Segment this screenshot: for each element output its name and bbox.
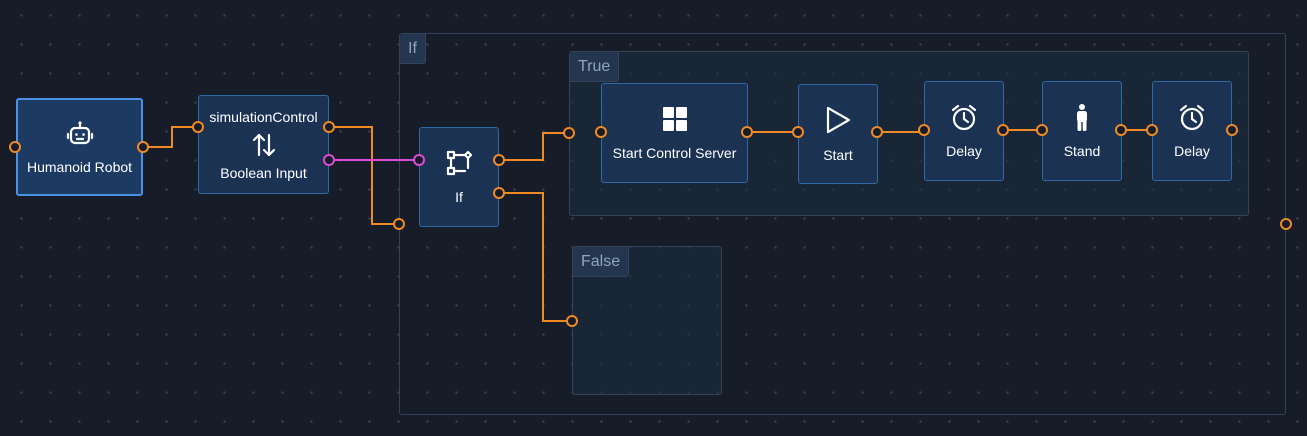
true-group-label: True xyxy=(570,52,620,82)
port-delay1-out[interactable] xyxy=(997,124,1009,136)
if-node[interactable]: If xyxy=(419,127,499,227)
robot-icon xyxy=(65,119,95,149)
port-boolean-value-out[interactable] xyxy=(323,154,335,166)
port-delay1-in[interactable] xyxy=(918,124,930,136)
boolean-input-title: simulationControl xyxy=(209,108,318,125)
person-standing-icon xyxy=(1067,103,1097,133)
start-node[interactable]: Start xyxy=(798,84,878,184)
port-if-condition-in[interactable] xyxy=(413,154,425,166)
port-if-group-out[interactable] xyxy=(1280,218,1292,230)
port-boolean-flow-out[interactable] xyxy=(323,121,335,133)
if-node-label: If xyxy=(455,189,463,205)
humanoid-robot-label: Humanoid Robot xyxy=(26,159,133,175)
port-boolean-in[interactable] xyxy=(192,121,204,133)
delay-node-2[interactable]: Delay xyxy=(1152,81,1232,181)
stand-node[interactable]: Stand xyxy=(1042,81,1122,181)
delay-node-1[interactable]: Delay xyxy=(924,81,1004,181)
port-stand-out[interactable] xyxy=(1115,124,1127,136)
humanoid-robot-node[interactable]: Humanoid Robot xyxy=(16,98,143,196)
port-server-out[interactable] xyxy=(741,126,753,138)
port-delay2-out[interactable] xyxy=(1226,124,1238,136)
false-group[interactable]: False xyxy=(572,246,722,395)
port-start-out[interactable] xyxy=(871,126,883,138)
port-server-in[interactable] xyxy=(595,126,607,138)
port-if-group-in[interactable] xyxy=(393,218,405,230)
grid-icon xyxy=(661,105,689,133)
start-label: Start xyxy=(823,147,853,163)
delay-1-label: Delay xyxy=(946,143,982,159)
false-group-label: False xyxy=(573,247,630,277)
port-false-group-in[interactable] xyxy=(566,315,578,327)
start-control-server-node[interactable]: Start Control Server xyxy=(601,83,748,183)
wire-boolean-to-if-group xyxy=(329,126,399,225)
delay-2-label: Delay xyxy=(1174,143,1210,159)
port-if-true-out[interactable] xyxy=(493,154,505,166)
port-start-in[interactable] xyxy=(792,126,804,138)
port-true-group-in[interactable] xyxy=(563,127,575,139)
alarm-clock-icon xyxy=(949,103,979,133)
arrows-up-down-icon xyxy=(250,131,278,159)
boolean-input-node[interactable]: simulationControl Boolean Input xyxy=(198,95,329,194)
stand-label: Stand xyxy=(1063,143,1101,159)
play-outline-icon xyxy=(823,105,853,135)
port-robot-out[interactable] xyxy=(137,141,149,153)
wire-robot-to-boolean xyxy=(143,126,198,148)
boolean-input-label: Boolean Input xyxy=(220,164,307,181)
port-stand-in[interactable] xyxy=(1036,124,1048,136)
alarm-clock-icon xyxy=(1177,103,1207,133)
branch-icon xyxy=(445,149,473,177)
if-group-label: If xyxy=(400,34,426,64)
port-robot-in[interactable] xyxy=(9,141,21,153)
start-control-server-label: Start Control Server xyxy=(612,145,737,161)
port-delay2-in[interactable] xyxy=(1146,124,1158,136)
port-if-false-out[interactable] xyxy=(493,187,505,199)
